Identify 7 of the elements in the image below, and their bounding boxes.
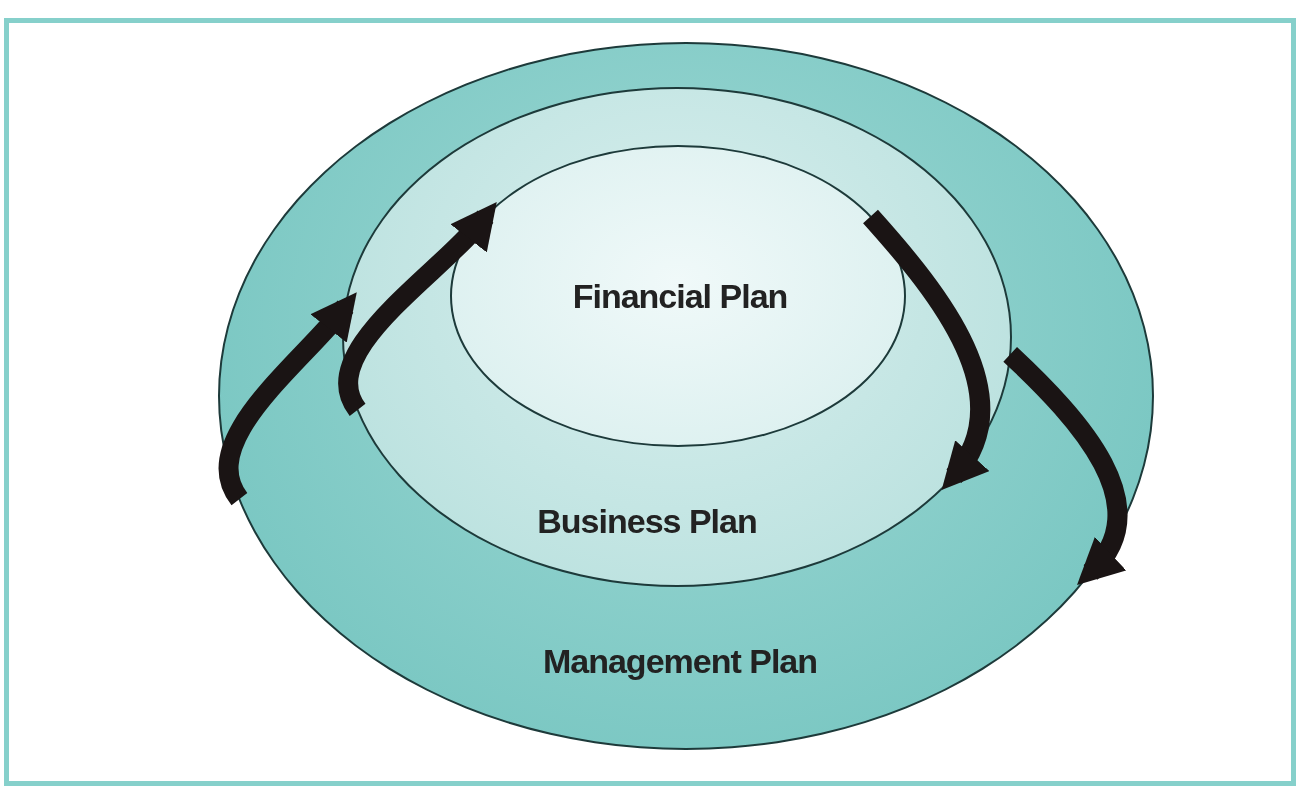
curved-arrow [863,209,991,492]
curved-arrow [338,202,498,415]
curved-arrow [1003,347,1128,587]
plan-label: Business Plan [537,502,757,541]
plan-label: Management Plan [542,642,818,681]
curved-arrow [218,292,358,505]
plan-label: Financial Plan [572,277,788,316]
